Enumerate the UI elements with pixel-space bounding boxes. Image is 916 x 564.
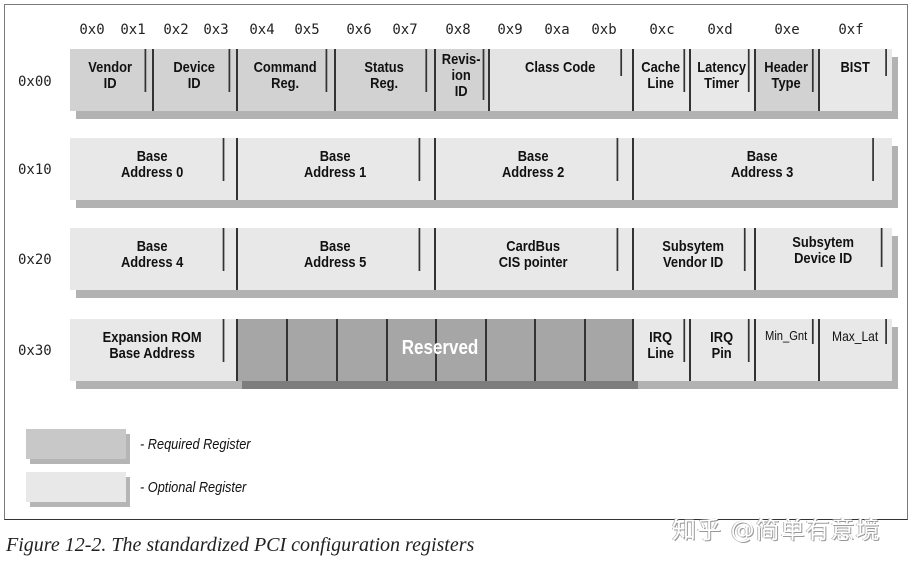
row-offset-label: 0x20 xyxy=(18,252,52,268)
register-min-gnt: Min_Gnt xyxy=(756,319,820,381)
legend-swatch-optional xyxy=(26,472,126,502)
register-class-code: Class Code xyxy=(490,49,634,111)
register-max-lat: Max_Lat xyxy=(820,319,892,381)
offset-label: 0x8 xyxy=(445,22,471,38)
offset-label: 0x3 xyxy=(203,22,229,38)
offset-label: 0xc xyxy=(649,22,675,38)
offset-label: 0x9 xyxy=(497,22,523,38)
offset-label: 0xa xyxy=(544,22,570,38)
offset-label: 0x0 xyxy=(79,22,105,38)
legend-label-optional: - Optional Register xyxy=(140,479,247,496)
reserved-label: Reserved xyxy=(401,337,479,359)
reserved-byte xyxy=(437,319,487,381)
figure-caption: Figure 12-2. The standardized PCI config… xyxy=(6,534,475,556)
reserved-byte xyxy=(338,319,388,381)
offset-label: 0x1 xyxy=(120,22,146,38)
row-offset-label: 0x30 xyxy=(18,343,52,359)
offset-label: 0x4 xyxy=(249,22,275,38)
offset-label: 0x5 xyxy=(294,22,320,38)
offset-label: 0x7 xyxy=(392,22,418,38)
legend-label-required: - Required Register xyxy=(140,436,251,453)
row-offset-label: 0x10 xyxy=(18,162,52,178)
register-bist: BIST xyxy=(820,49,892,111)
reserved-byte xyxy=(288,319,338,381)
legend-swatch-required xyxy=(26,429,126,459)
offset-label: 0x2 xyxy=(163,22,189,38)
offset-label: 0xb xyxy=(591,22,617,38)
reserved-byte xyxy=(238,319,288,381)
offset-label: 0xd xyxy=(707,22,733,38)
reserved-byte xyxy=(536,319,586,381)
reserved-byte xyxy=(388,319,437,381)
offset-label: 0xf xyxy=(838,22,864,38)
row-offset-label: 0x00 xyxy=(18,74,52,90)
reserved-byte xyxy=(487,319,536,381)
offset-label: 0x6 xyxy=(346,22,372,38)
offset-label: 0xe xyxy=(774,22,800,38)
reserved-byte xyxy=(586,319,634,381)
watermark: 知乎 @简单有意境 xyxy=(672,516,881,544)
